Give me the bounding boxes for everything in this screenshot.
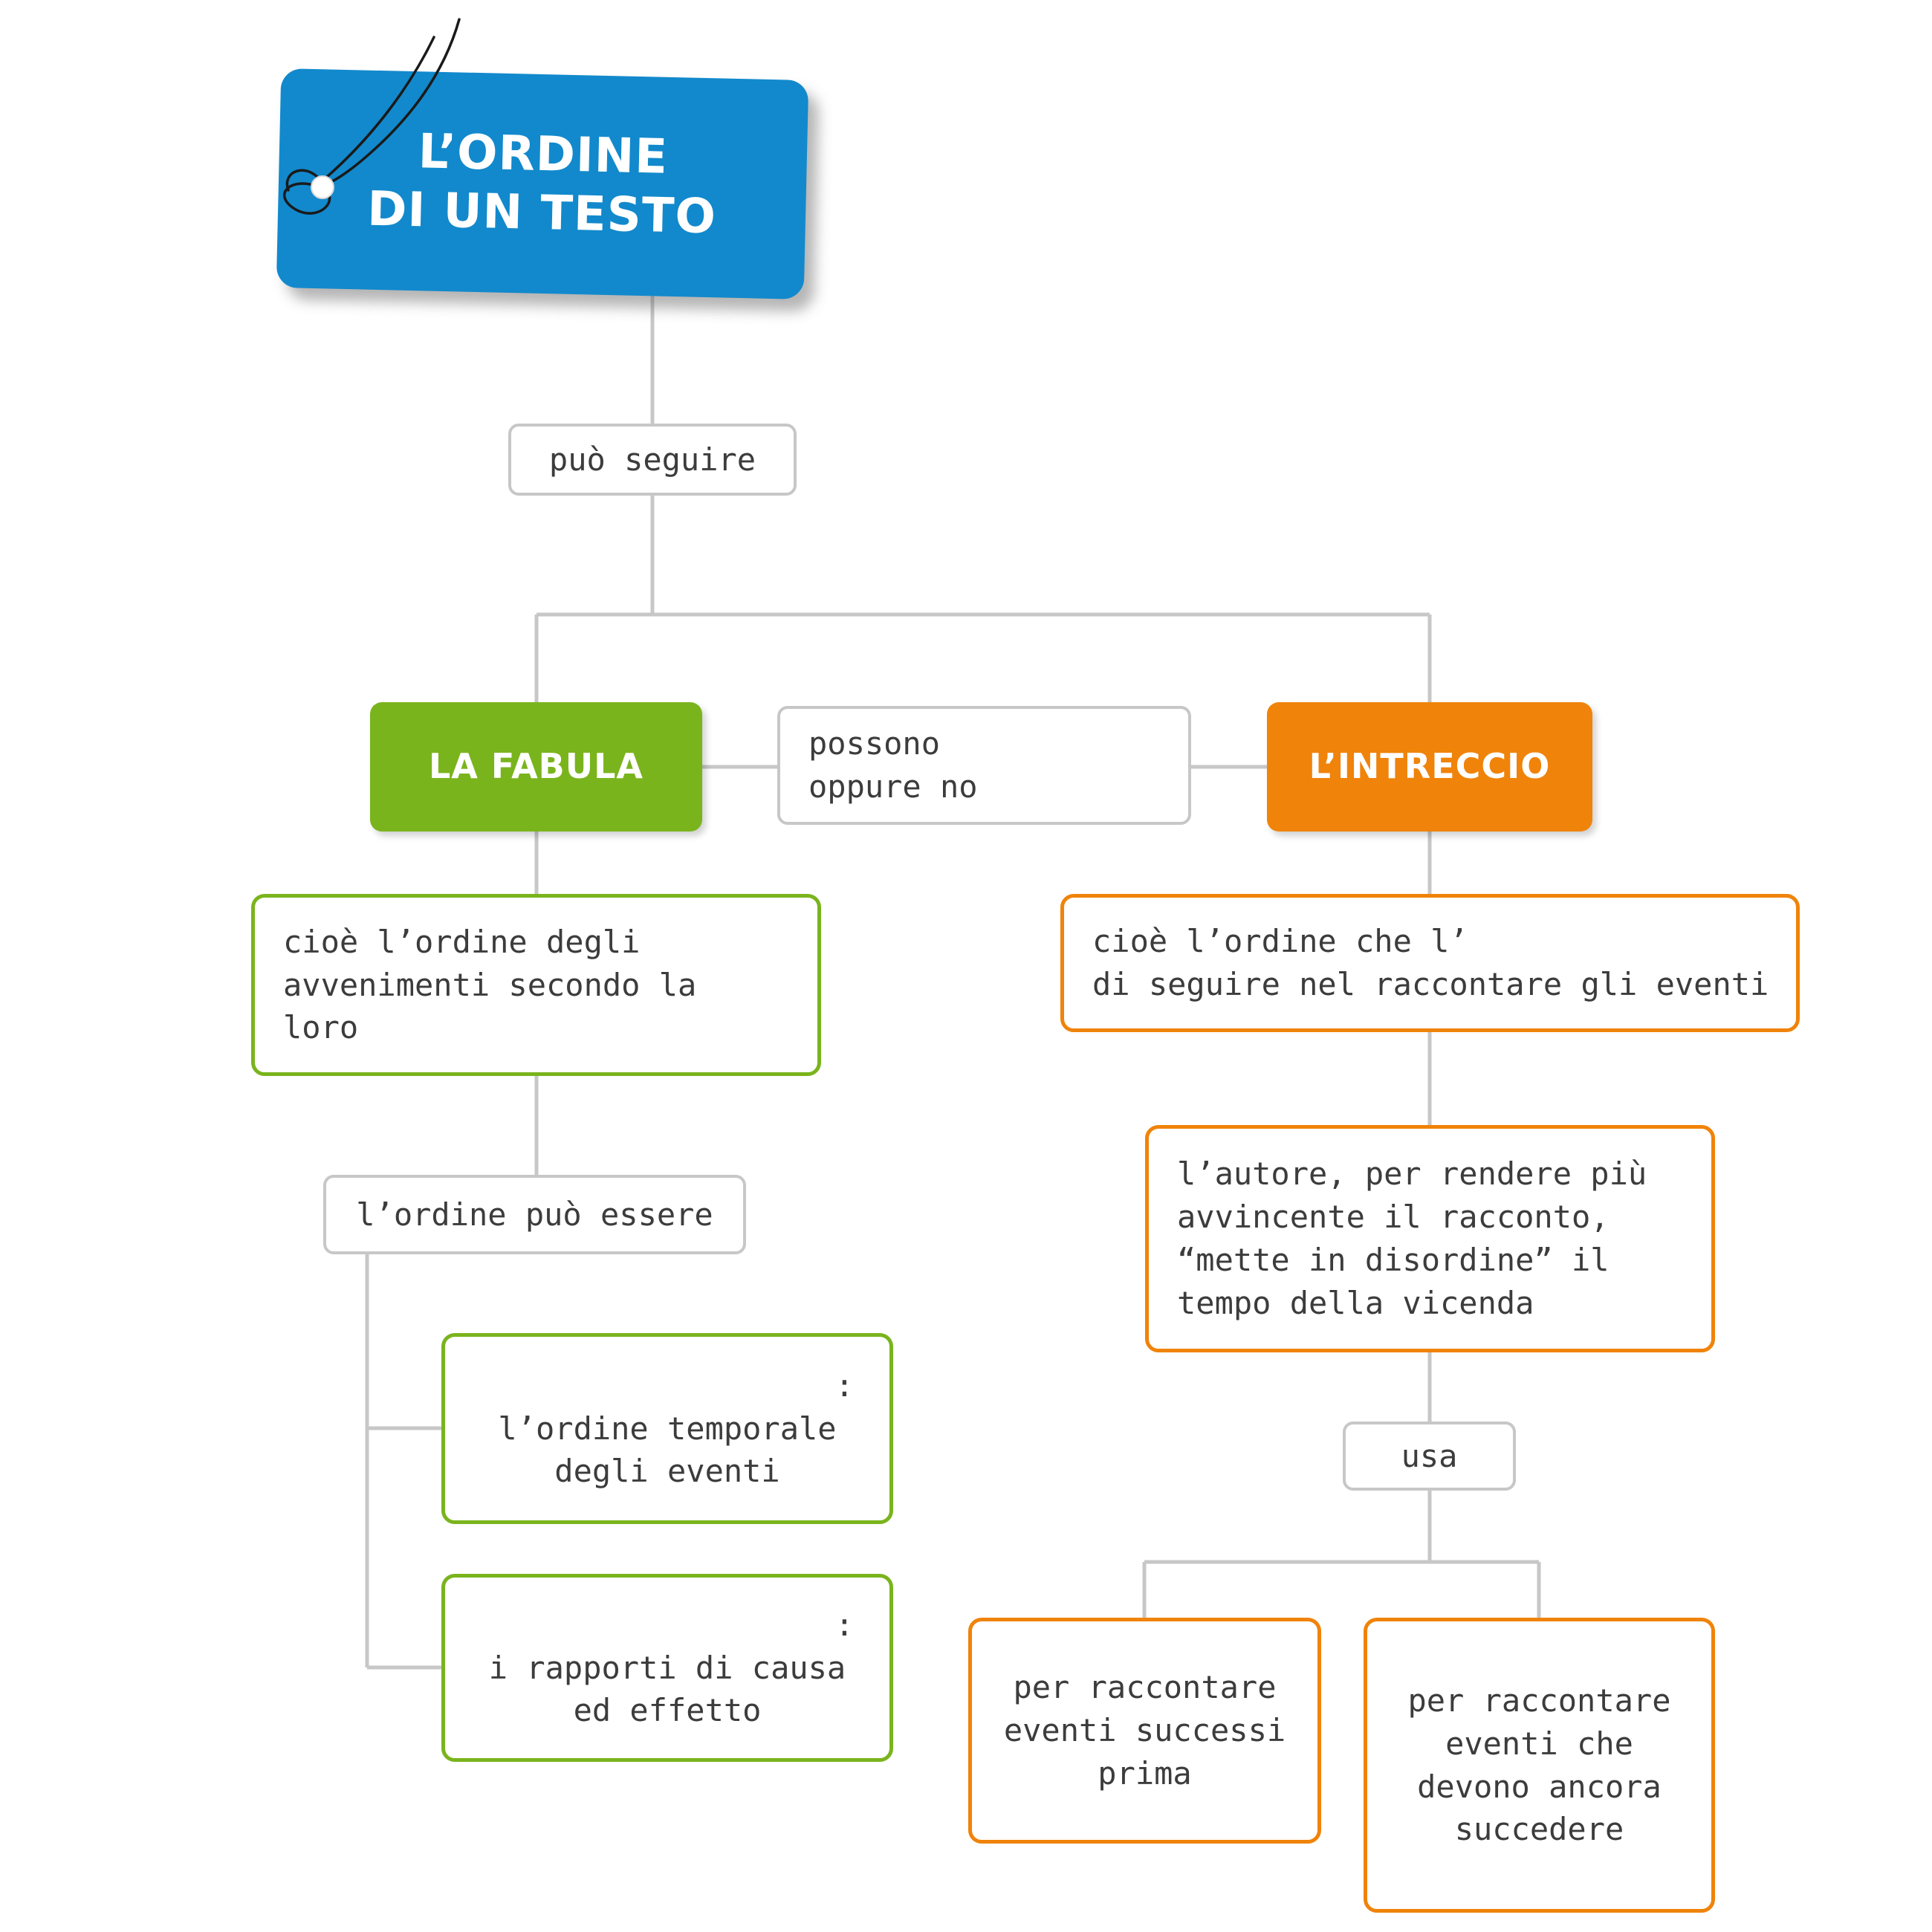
node-la-fabula: LA FABULA <box>370 702 702 832</box>
text-line: loro <box>283 1009 359 1046</box>
node-label: usa <box>1401 1437 1458 1474</box>
text-line: tempo della vicenda <box>1177 1284 1534 1321</box>
node-rapporti-causa-effetto: : i rapporti di causa ed effetto <box>441 1574 893 1762</box>
node-usa: usa <box>1343 1422 1516 1491</box>
node-ordine-temporale: : l’ordine temporale degli eventi <box>441 1333 893 1524</box>
text-line: “mette in disordine” il <box>1177 1242 1610 1278</box>
title-line-2: DI UN TESTO <box>366 181 717 244</box>
fill-in-colon: : <box>834 1606 854 1643</box>
text-line: cioè l’ordine degli <box>283 923 641 960</box>
text-line: ed effetto <box>573 1692 762 1729</box>
node-eventi-successi-prima: per raccontare eventi successi prima <box>968 1618 1321 1844</box>
text-line: devono ancora <box>1417 1768 1662 1805</box>
node-possono-oppure-no: possono oppure no <box>777 706 1191 825</box>
node-fabula-definition: cioè l’ordine degli avvenimenti secondo … <box>251 894 821 1076</box>
text-line: possono <box>808 725 941 762</box>
text-line: di seguire nel raccontare gli eventi <box>1092 966 1769 1002</box>
node-eventi-ancora-succedere: per raccontare eventi che devono ancora … <box>1364 1618 1715 1913</box>
node-label: LA FABULA <box>429 746 644 787</box>
node-intreccio-definition: cioè l’ordine che l’ di seguire nel racc… <box>1060 894 1800 1032</box>
title-line-1: L’ORDINE <box>417 124 669 186</box>
text-line: succedere <box>1454 1811 1624 1848</box>
text-line: prima <box>1098 1754 1192 1792</box>
text-line: eventi successi <box>1003 1712 1286 1749</box>
node-label: L’INTRECCIO <box>1309 746 1551 787</box>
text-line: per raccontare <box>1013 1669 1277 1706</box>
text-line: cioè l’ordine che l’ <box>1092 923 1468 960</box>
node-ordine-puo-essere: l’ordine può essere <box>323 1175 746 1254</box>
node-label: può seguire <box>548 441 756 478</box>
text-line: l’autore, per rendere più <box>1177 1155 1647 1193</box>
fill-in-colon: : <box>834 1367 854 1404</box>
text-line: avvenimenti secondo la <box>283 966 697 1003</box>
title-tag: L’ORDINE DI UN TESTO <box>276 68 809 300</box>
node-puo-seguire: può seguire <box>508 424 797 496</box>
node-autore-disordine: l’autore, per rendere più avvincente il … <box>1145 1125 1715 1352</box>
text-line: eventi che <box>1445 1725 1633 1762</box>
text-line: per raccontare <box>1407 1682 1671 1719</box>
text-line: oppure no <box>808 768 978 805</box>
text-line: i rapporti di causa <box>488 1649 846 1686</box>
page-title: L’ORDINE DI UN TESTO <box>367 122 719 246</box>
text-line: avvincente il racconto, <box>1177 1199 1610 1236</box>
node-intreccio: L’INTRECCIO <box>1267 702 1592 832</box>
text-line: l’ordine temporale <box>498 1410 837 1447</box>
node-label: l’ordine può essere <box>356 1196 713 1233</box>
text-line: degli eventi <box>554 1453 780 1490</box>
